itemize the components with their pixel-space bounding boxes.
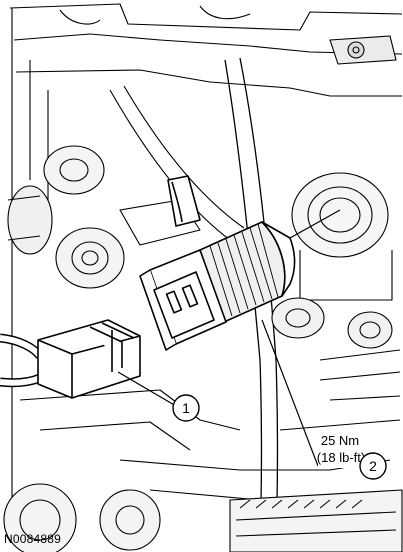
engine-block-background	[3, 3, 403, 552]
callout-2: 2	[359, 452, 387, 480]
sensor	[139, 175, 296, 351]
leader-line-callout-2	[289, 209, 341, 239]
torque-specification: 25 Nm (18 lb-ft)	[317, 428, 365, 468]
leader-lines	[117, 209, 341, 467]
figure-id: N0084889	[4, 532, 61, 546]
leader-line-torque	[261, 319, 319, 467]
torque-metric: 25 Nm	[321, 433, 359, 448]
leader-line-callout-1	[117, 371, 177, 407]
callout-2-circle	[359, 452, 387, 480]
callout-1-number: 1	[182, 400, 190, 416]
callout-1-circle	[172, 394, 200, 422]
callout-1: 1	[172, 394, 200, 422]
electrical-connector	[0, 319, 141, 399]
torque-imperial: (18 lb-ft)	[317, 450, 365, 465]
callout-2-number: 2	[369, 458, 377, 474]
